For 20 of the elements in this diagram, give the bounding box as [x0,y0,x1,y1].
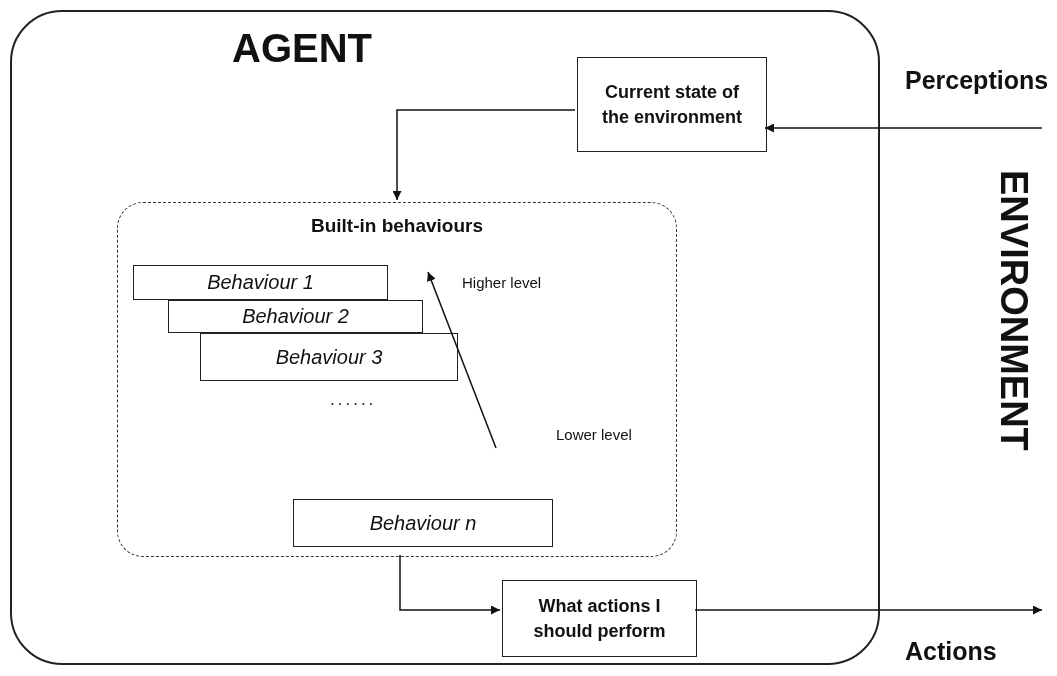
behaviour-box: Behaviour 1 [133,265,388,300]
io-label: Perceptions [905,66,1049,95]
arrow [764,123,1043,133]
process-box: What actions I should perform [502,580,697,657]
agent-frame [10,10,880,665]
arrow [392,109,576,201]
behaviour-box: Behaviour 3 [200,333,458,381]
group-title: Built-in behaviours [309,215,485,237]
annotation-label: ...... [330,390,377,410]
agent-title: AGENT [232,26,372,71]
process-box: Current state of the environment [577,57,767,152]
annotation-label: Higher level [462,274,542,291]
environment-label: ENVIRONMENT [992,170,1035,451]
annotation-label: Lower level [556,426,632,443]
io-label: Actions [905,637,997,666]
dashed-group-box [117,202,677,557]
arrow [694,605,1043,615]
behaviour-box: Behaviour n [293,499,553,547]
arrow [399,554,501,615]
behaviour-box: Behaviour 2 [168,300,423,333]
